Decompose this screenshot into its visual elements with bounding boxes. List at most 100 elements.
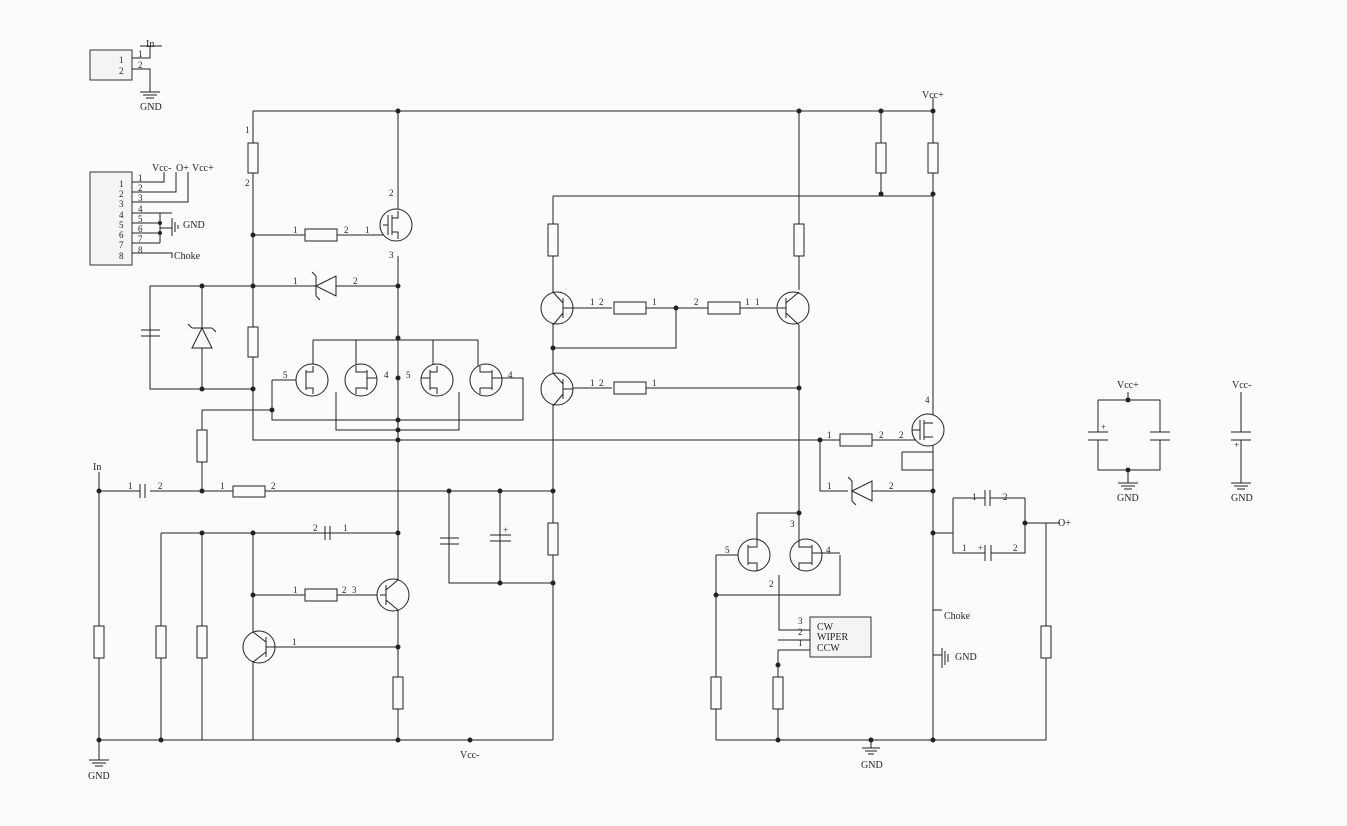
zener-diode-1 [311,271,337,301]
resistor-r15 [707,301,741,315]
svg-text:2: 2 [889,481,894,491]
resistor-r2 [304,228,338,242]
svg-text:1: 1 [745,297,750,307]
svg-text:1: 1 [343,523,348,533]
jfet-q3 [344,363,378,397]
svg-text:2: 2 [271,481,276,491]
svg-text:1: 1 [128,481,133,491]
svg-text:1: 1 [652,297,657,307]
svg-text:4: 4 [384,370,389,380]
capacitor-decoupling-2 [1231,431,1251,441]
svg-text:7: 7 [138,234,143,244]
input-connector: 1 2 1 2 In GND [89,39,162,113]
choke-label-connector: Choke [174,251,201,262]
svg-text:4: 4 [826,545,831,555]
svg-text:2: 2 [798,627,803,637]
gnd-label-connector: GND [183,220,205,231]
svg-text:1: 1 [245,125,250,135]
resistor-r17 [875,142,887,174]
svg-text:+: + [1234,440,1239,450]
svg-text:2: 2 [899,430,904,440]
resistor-r1 [247,142,259,174]
svg-text:3: 3 [352,585,357,595]
resistor-r22 [1040,625,1052,659]
resistor-r3 [247,326,259,358]
out-plus-label: O+ [1058,518,1071,529]
vcc-minus-label-bottom: Vcc- [460,750,479,761]
resistor-r14 [613,301,647,315]
svg-text:6: 6 [138,224,143,234]
jfet-q13 [789,538,823,572]
vcc-minus-label-decoupling: Vcc- [1232,380,1251,391]
svg-text:2: 2 [599,378,604,388]
svg-text:6: 6 [119,230,124,240]
jfet-q5 [469,363,503,397]
resistor-r10 [392,676,404,710]
resistor-r8 [155,625,167,659]
resistor-r7 [93,625,105,659]
resistor-r9 [196,625,208,659]
svg-text:1: 1 [293,276,298,286]
svg-text:1: 1 [798,638,803,648]
svg-text:2: 2 [769,579,774,589]
resistor-r20 [710,676,722,710]
svg-text:3: 3 [798,616,803,626]
junctions [96,108,1131,743]
jfet-q2 [295,363,329,397]
svg-text:+: + [1101,422,1106,432]
svg-text:1: 1 [590,297,595,307]
bjt-q8 [776,291,810,325]
vcc-plus-label-connector: Vcc+ [192,163,214,174]
potentiometer: CW WIPER CCW 3 2 1 [798,616,872,658]
svg-text:2: 2 [353,276,358,286]
svg-text:1: 1 [755,297,760,307]
resistor-r18 [927,142,939,174]
svg-text:4: 4 [119,210,124,220]
gnd-label-decoupling-1: GND [1117,493,1139,504]
svg-text:2: 2 [313,523,318,533]
vcc-minus-label-connector: Vcc- [152,163,171,174]
gnd-label-bottom-left: GND [88,771,110,782]
in-label-main: In [93,462,101,473]
out-plus-label-connector: O+ [176,163,189,174]
svg-text:1: 1 [292,637,297,647]
svg-text:2: 2 [342,585,347,595]
svg-text:1: 1 [119,179,124,189]
resistor-r11 [547,522,559,556]
capacitors: + + + + [139,286,1251,583]
pin-numbers: 1 2 1 2 1 2 3 1 2 5 4 5 4 1 2 1 2 2 1 1 … [128,125,1018,647]
svg-text:2: 2 [344,225,349,235]
jfet-q12 [737,538,771,572]
gnd-label-input: GND [140,102,162,113]
svg-text:8: 8 [138,245,143,255]
resistor-r12 [547,223,559,257]
svg-text:2: 2 [245,178,250,188]
svg-text:4: 4 [138,204,143,214]
svg-text:1: 1 [962,543,967,553]
zener-diode-2 [187,323,217,349]
svg-text:+: + [503,525,508,535]
net-labels: Vcc+ In GND Vcc- GND O+ Choke GND Vcc+ G… [88,90,1253,782]
capacitor-input [139,484,146,498]
resistor-r4 [196,429,208,463]
svg-text:1: 1 [220,481,225,491]
svg-text:2: 2 [138,183,143,193]
svg-text:5: 5 [138,214,143,224]
svg-text:4: 4 [925,395,930,405]
svg-text:1: 1 [365,225,370,235]
capacitor-decoupling-1 [1088,431,1108,441]
gnd-label-out: GND [955,652,977,663]
zener-diode-3 [847,476,873,506]
svg-text:2: 2 [694,297,699,307]
resistors [93,142,1052,710]
resistor-r19 [839,433,873,447]
svg-text:1: 1 [827,481,832,491]
svg-text:2: 2 [119,189,124,199]
svg-text:1: 1 [827,430,832,440]
svg-text:2: 2 [1013,543,1018,553]
svg-text:4: 4 [508,370,513,380]
svg-text:+: + [978,543,983,553]
svg-text:1: 1 [652,378,657,388]
